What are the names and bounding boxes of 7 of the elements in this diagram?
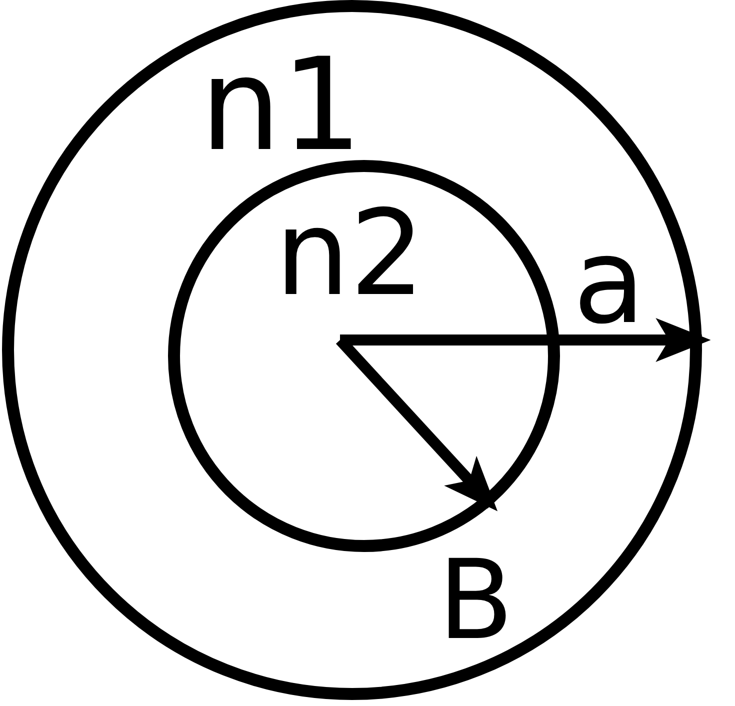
arrow <box>340 318 711 362</box>
edge-label: B <box>438 545 514 655</box>
circle-label: n1 <box>200 42 363 170</box>
inner-circle <box>168 160 560 552</box>
circle-label: n2 <box>275 194 425 312</box>
outer-circle <box>2 0 702 700</box>
edge-label: a <box>573 222 646 340</box>
